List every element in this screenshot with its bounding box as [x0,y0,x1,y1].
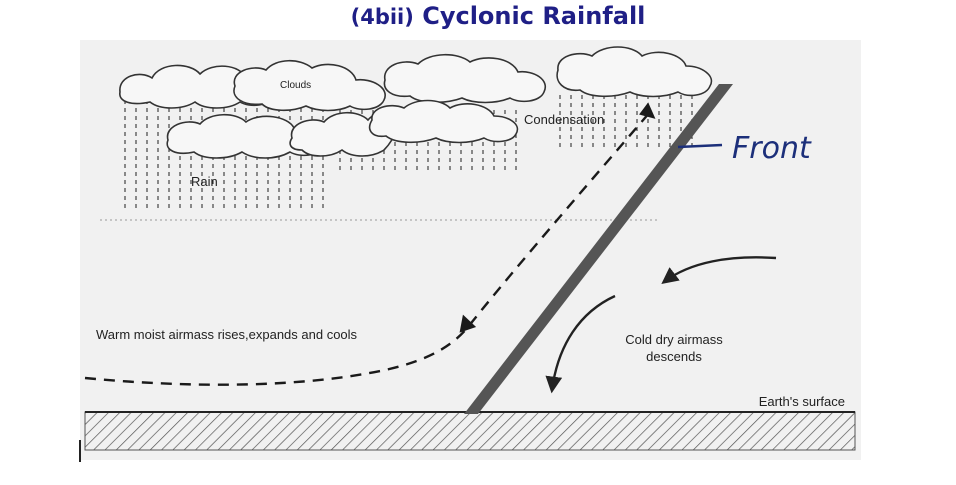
cloud-icon [370,101,518,143]
front-label: Front [732,131,812,166]
dashed-arrow-icon [636,102,657,125]
curved-arrow-icon [552,296,615,390]
earth-surface-label: Earth's surface [759,394,845,409]
warm-airmass-label: Warm moist airmass rises,expands and coo… [96,327,358,342]
dashed-arrow-icon [453,315,477,339]
cloud-icon [557,47,711,97]
cold-airmass-label-line2: descends [646,349,702,364]
cloud-icon [384,55,545,103]
hatched-ground-icon [85,412,855,450]
condensation-label: Condensation [524,112,604,127]
cold-airmass-label-line1: Cold dry airmass [625,332,723,347]
rain-label: Rain [191,174,218,189]
clouds-label: Clouds [280,80,311,91]
curved-arrow-icon [664,257,776,282]
